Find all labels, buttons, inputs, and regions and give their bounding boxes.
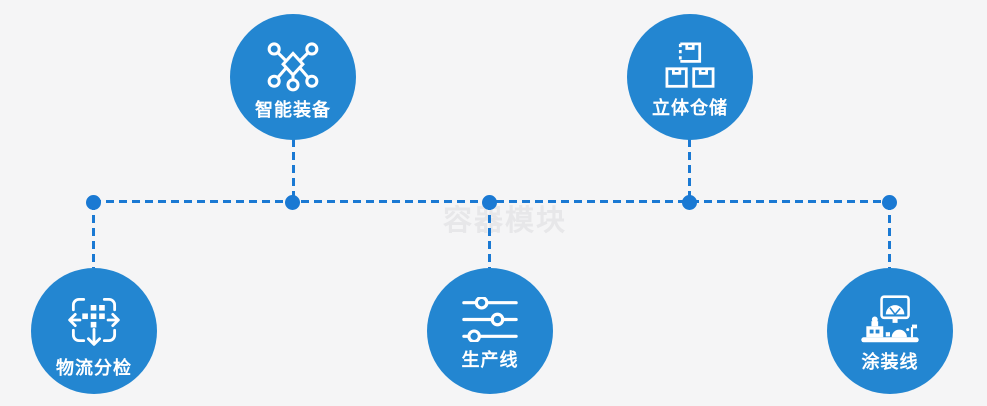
junction-dot (882, 195, 897, 210)
stacked-boxes-icon (664, 41, 716, 90)
node-label: 生产线 (461, 350, 519, 370)
node-painting-line: 涂装线 (827, 268, 953, 394)
watermark: 容器模块 (443, 205, 568, 237)
connector-vertical-smart-equipment (292, 139, 295, 202)
junction-dot (285, 195, 300, 210)
node-production-line: 生产线 (427, 268, 553, 394)
connector-vertical-sorting (92, 202, 95, 268)
connector-vertical-painting (888, 202, 891, 268)
network-nodes-icon (264, 40, 322, 92)
junction-dot (482, 195, 497, 210)
machine-monitor-icon (856, 295, 924, 344)
node-label: 物流分检 (56, 357, 132, 378)
node-label: 涂装线 (861, 352, 919, 372)
sorting-arrows-icon (64, 290, 124, 350)
node-label: 立体仓储 (652, 97, 728, 118)
junction-dot (86, 195, 101, 210)
connector-vertical-production (488, 202, 491, 268)
connector-vertical-warehouse (688, 139, 691, 202)
node-smart-equipment: 智能装备 (230, 14, 356, 140)
node-sorting: 物流分检 (31, 268, 157, 394)
sliders-icon (462, 297, 518, 342)
node-warehouse: 立体仓储 (627, 14, 753, 140)
junction-dot (682, 195, 697, 210)
node-label: 智能装备 (255, 99, 331, 120)
